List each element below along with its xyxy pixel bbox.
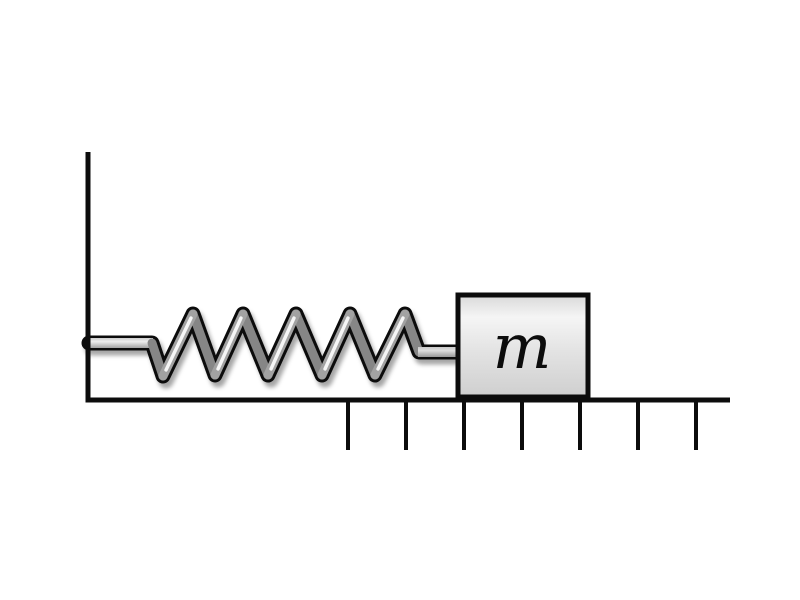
mass-block-body: [455, 292, 591, 400]
spring-front-strands: [147, 309, 424, 381]
spring: [81, 306, 464, 384]
floor-ticks: [346, 400, 698, 450]
spring-highlights: [164, 316, 405, 372]
mass-label: m: [493, 310, 552, 383]
mass-block: m: [455, 292, 591, 400]
